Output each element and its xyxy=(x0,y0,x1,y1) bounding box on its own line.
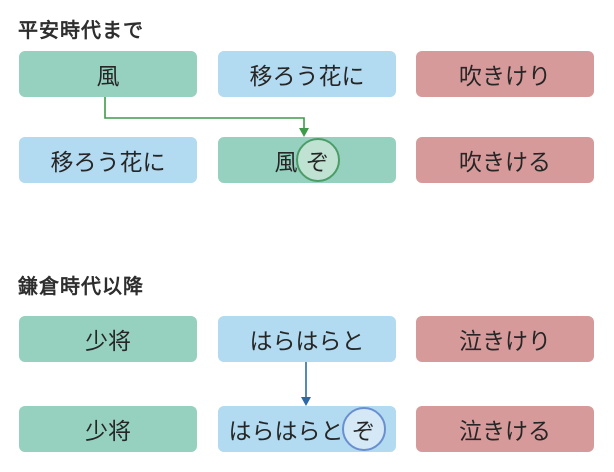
section1-heading: 平安時代まで xyxy=(18,18,144,42)
s2-row2-predicate: 泣きける xyxy=(416,406,594,452)
s2-row2-word: はらはらと xyxy=(228,419,344,445)
s1-row2-predicate: 吹きける xyxy=(416,137,594,183)
s2-row2-subject: 少将 xyxy=(19,406,197,452)
s1-row1-predicate: 吹きけり xyxy=(416,51,594,97)
green-arrow xyxy=(104,97,309,137)
section2-heading: 鎌倉時代以降 xyxy=(18,274,144,298)
blue-arrow xyxy=(301,362,311,406)
s2-row2-emphasized: はらはらと ぞ xyxy=(218,406,396,452)
s1-row2-adverbial: 移ろう花に xyxy=(19,137,197,183)
s2-particle-circle: ぞ xyxy=(341,407,386,451)
s1-row2-word: 風 xyxy=(274,150,298,176)
s1-row1-subject: 風 xyxy=(19,51,197,97)
s1-particle-circle: ぞ xyxy=(295,138,340,182)
s1-row2-emphasized: 風 ぞ xyxy=(218,137,396,183)
s2-row1-adverbial: はらはらと xyxy=(218,316,396,362)
s2-row1-subject: 少将 xyxy=(19,316,197,362)
s1-row1-adverbial: 移ろう花に xyxy=(218,51,396,97)
s2-row1-predicate: 泣きけり xyxy=(416,316,594,362)
